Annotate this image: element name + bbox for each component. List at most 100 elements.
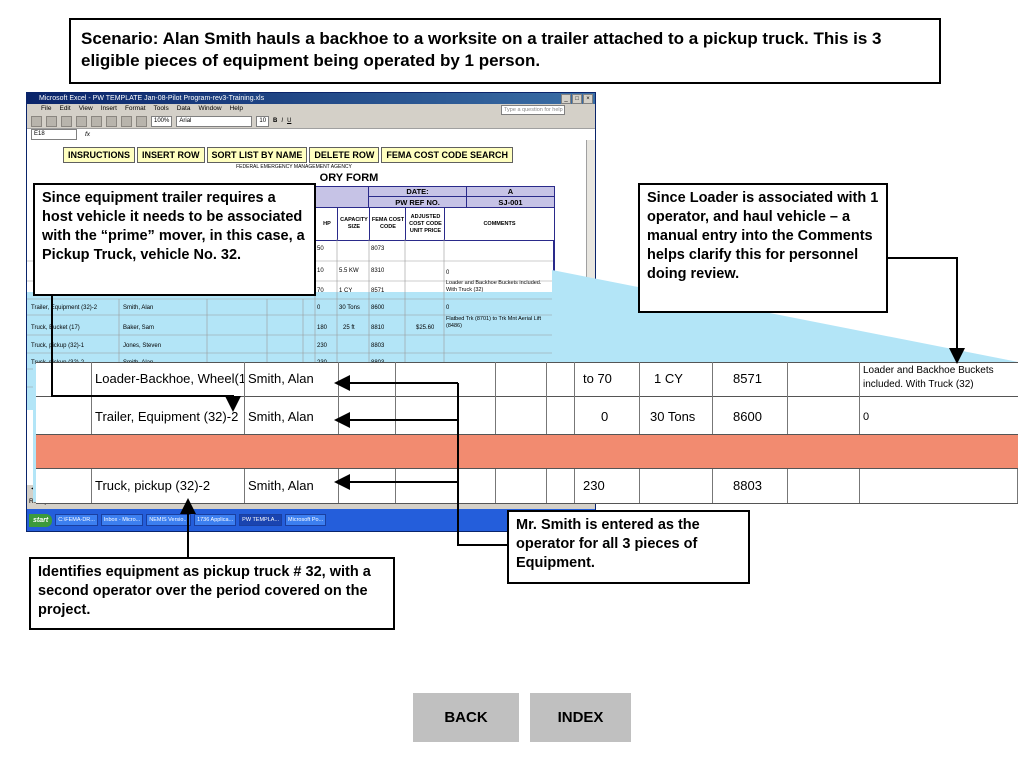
zoom-empty-cell[interactable] xyxy=(338,400,395,434)
menu-format[interactable]: Format xyxy=(124,105,146,112)
comment-cell[interactable]: Loader and Backhoe Buckets included. Wit… xyxy=(446,280,542,293)
code-cell[interactable]: 8803 xyxy=(371,343,385,349)
zoom-comment-cell[interactable]: Loader and Backhoe Buckets included. Wit… xyxy=(859,362,1018,432)
code-cell[interactable]: 8600 xyxy=(371,305,385,311)
zoom-code-cell[interactable]: 8803 xyxy=(712,469,787,503)
hp-cell[interactable]: 10 xyxy=(317,268,324,274)
menu-file[interactable]: File xyxy=(41,105,52,112)
zoom-select[interactable]: 100% xyxy=(151,115,173,127)
paste-icon[interactable] xyxy=(121,115,132,127)
zoom-empty-cell[interactable] xyxy=(495,469,546,503)
zoom-capacity-cell[interactable]: 1 CY xyxy=(639,362,712,432)
cut-icon[interactable] xyxy=(91,115,102,127)
sort-list-button[interactable]: SORT LIST BY NAME xyxy=(206,147,308,163)
agency-label: FEDERAL EMERGENCY MANAGEMENT AGENCY xyxy=(236,164,352,170)
zoom-empty-cell[interactable] xyxy=(338,362,395,432)
taskbar-item[interactable]: PW TEMPLA... xyxy=(239,514,283,526)
hp-cell[interactable]: 50 xyxy=(317,246,324,252)
zoom-operator-cell[interactable]: Smith, Alan xyxy=(244,362,338,432)
menu-window[interactable]: Window xyxy=(198,105,222,112)
zoom-equipment-cell[interactable]: Trailer, Equipment (32)-2 xyxy=(91,400,244,434)
capacity-cell[interactable]: 25 ft xyxy=(343,325,355,331)
font-size-select[interactable]: 10 xyxy=(256,115,270,127)
delete-row-button[interactable]: DELETE ROW xyxy=(309,147,380,163)
close-icon[interactable]: × xyxy=(583,94,593,104)
restore-icon[interactable]: □ xyxy=(572,94,582,104)
code-cell[interactable]: 8310 xyxy=(371,268,385,274)
taskbar-item[interactable]: 1736 Applica... xyxy=(194,514,237,526)
hp-cell[interactable]: 0 xyxy=(317,305,321,311)
menu-data[interactable]: Data xyxy=(176,105,191,112)
insert-row-button[interactable]: INSERT ROW xyxy=(137,147,205,163)
menu-edit[interactable]: Edit xyxy=(59,105,71,112)
chart-icon[interactable] xyxy=(136,115,147,127)
comment-cell[interactable]: Flatbed Trk (8701) to Trk Mnt Aerial Lif… xyxy=(446,316,542,329)
capacity-cell[interactable]: 1 CY xyxy=(339,288,353,294)
price-cell[interactable]: $25.60 xyxy=(416,325,435,331)
zoom-price-cell[interactable] xyxy=(787,400,859,434)
zoomed-rows: Loader-Backhoe, Wheel(1 Smith, Alan to 7… xyxy=(36,362,1018,504)
underline-icon[interactable]: U xyxy=(287,118,292,124)
instructions-button[interactable]: INSRUCTIONS xyxy=(63,147,136,163)
comment-cell[interactable]: 0 xyxy=(446,270,450,276)
menu-view[interactable]: View xyxy=(78,105,93,112)
adjusted-price-header: ADJUSTED COST CODE UNIT PRICE xyxy=(405,207,446,241)
zoom-empty-cell[interactable] xyxy=(546,362,574,432)
zoom-code-cell[interactable]: 8571 xyxy=(712,362,787,432)
zoom-capacity-cell[interactable] xyxy=(639,469,712,503)
zoom-empty-cell[interactable] xyxy=(338,469,395,503)
zoom-empty-cell[interactable] xyxy=(546,400,574,434)
zoom-hp-cell[interactable]: 0 xyxy=(574,400,639,434)
sheet-button-row: INSRUCTIONS INSERT ROW SORT LIST BY NAME… xyxy=(63,147,514,163)
capacity-cell[interactable]: 30 Tons xyxy=(339,305,360,311)
name-box[interactable]: E18 xyxy=(31,129,77,140)
menu-insert[interactable]: Insert xyxy=(100,105,117,112)
zoom-empty-cell[interactable] xyxy=(546,469,574,503)
save-icon[interactable] xyxy=(61,115,72,127)
zoom-empty-cell[interactable] xyxy=(395,469,495,503)
code-cell[interactable]: 8073 xyxy=(371,246,385,252)
fema-cost-code-search-button[interactable]: FEMA COST CODE SEARCH xyxy=(381,147,514,163)
zoom-operator-cell[interactable]: Smith, Alan xyxy=(244,469,338,503)
zoom-equipment-cell[interactable]: Truck, pickup (32)-2 xyxy=(91,469,244,503)
taskbar-item[interactable]: Inbox - Micro... xyxy=(100,514,144,526)
zoom-comment-cell[interactable]: 0 xyxy=(859,400,1018,434)
copy-icon[interactable] xyxy=(106,115,117,127)
italic-icon[interactable]: I xyxy=(281,118,284,124)
bold-icon[interactable]: B xyxy=(273,118,278,124)
menu-tools[interactable]: Tools xyxy=(153,105,169,112)
taskbar-item[interactable]: NEMIS Versio... xyxy=(146,514,192,526)
zoom-code-cell[interactable]: 8600 xyxy=(712,400,787,434)
hp-cell[interactable]: 70 xyxy=(317,288,324,294)
zoom-capacity-cell[interactable]: 30 Tons xyxy=(639,400,712,434)
zoom-row-empty xyxy=(36,434,1018,468)
zoom-empty-cell[interactable] xyxy=(395,362,495,432)
open-icon[interactable] xyxy=(46,115,57,127)
zoom-price-cell[interactable] xyxy=(787,469,859,503)
capacity-cell[interactable]: 5.5 KW xyxy=(339,268,359,274)
comment-cell[interactable]: 0 xyxy=(446,305,450,311)
minimize-icon[interactable]: _ xyxy=(561,94,571,104)
zoom-hp-cell[interactable]: 230 xyxy=(574,469,639,503)
taskbar-item[interactable]: C:\FEMA-DR... xyxy=(55,514,98,526)
zoom-empty-cell[interactable] xyxy=(395,400,495,434)
start-button[interactable]: start xyxy=(29,513,53,527)
font-name-select[interactable]: Arial xyxy=(176,115,253,127)
code-cell[interactable]: 8571 xyxy=(371,288,385,294)
taskbar-item[interactable]: Microsoft Po... xyxy=(285,514,327,526)
new-icon[interactable] xyxy=(31,115,42,127)
zoom-price-cell[interactable] xyxy=(787,362,859,432)
zoom-operator-cell[interactable]: Smith, Alan xyxy=(244,400,338,434)
hp-cell[interactable]: 230 xyxy=(317,343,328,349)
toolbar: 100% Arial 10 B I U xyxy=(27,114,595,129)
index-button[interactable]: INDEX xyxy=(530,693,631,742)
zoom-empty-cell[interactable] xyxy=(495,400,546,434)
menu-help[interactable]: Help xyxy=(229,105,243,112)
code-cell[interactable]: 8810 xyxy=(371,325,385,331)
hp-cell[interactable]: 180 xyxy=(317,325,328,331)
print-icon[interactable] xyxy=(76,115,87,127)
help-search-input[interactable]: Type a question for help xyxy=(501,105,565,115)
back-button[interactable]: BACK xyxy=(413,693,519,742)
zoom-comment-cell[interactable] xyxy=(859,469,1018,503)
zoom-hp-cell[interactable]: to 70 xyxy=(574,362,639,432)
